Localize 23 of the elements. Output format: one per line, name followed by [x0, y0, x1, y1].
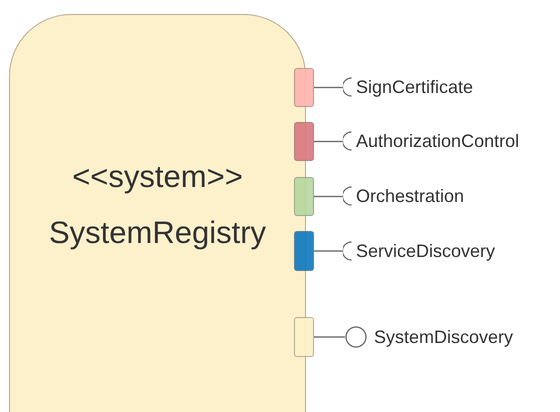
provided-interface-circle: [345, 326, 367, 348]
connector-line: [314, 250, 343, 252]
port-box: [294, 68, 314, 107]
connector-line: [314, 196, 343, 198]
port-box: [294, 317, 314, 357]
system-box: [9, 14, 306, 412]
port-box: [294, 231, 314, 271]
connector-line: [314, 140, 343, 142]
port-box: [294, 177, 314, 216]
system-name: SystemRegistry: [48, 215, 268, 251]
connector-line: [314, 86, 343, 88]
interface-label: AuthorizationControl: [356, 130, 520, 152]
interface-label: ServiceDiscovery: [356, 240, 496, 262]
required-interface-socket: [343, 131, 352, 151]
required-interface-socket: [343, 186, 352, 206]
interface-label: SystemDiscovery: [374, 326, 514, 348]
interface-label: Orchestration: [356, 185, 464, 207]
required-interface-socket: [343, 77, 352, 97]
connector-line: [314, 336, 345, 338]
port-box: [294, 122, 314, 161]
stereotype-label: <<system>>: [71, 159, 244, 195]
required-interface-socket: [343, 241, 352, 261]
interface-label: SignCertificate: [356, 76, 474, 98]
